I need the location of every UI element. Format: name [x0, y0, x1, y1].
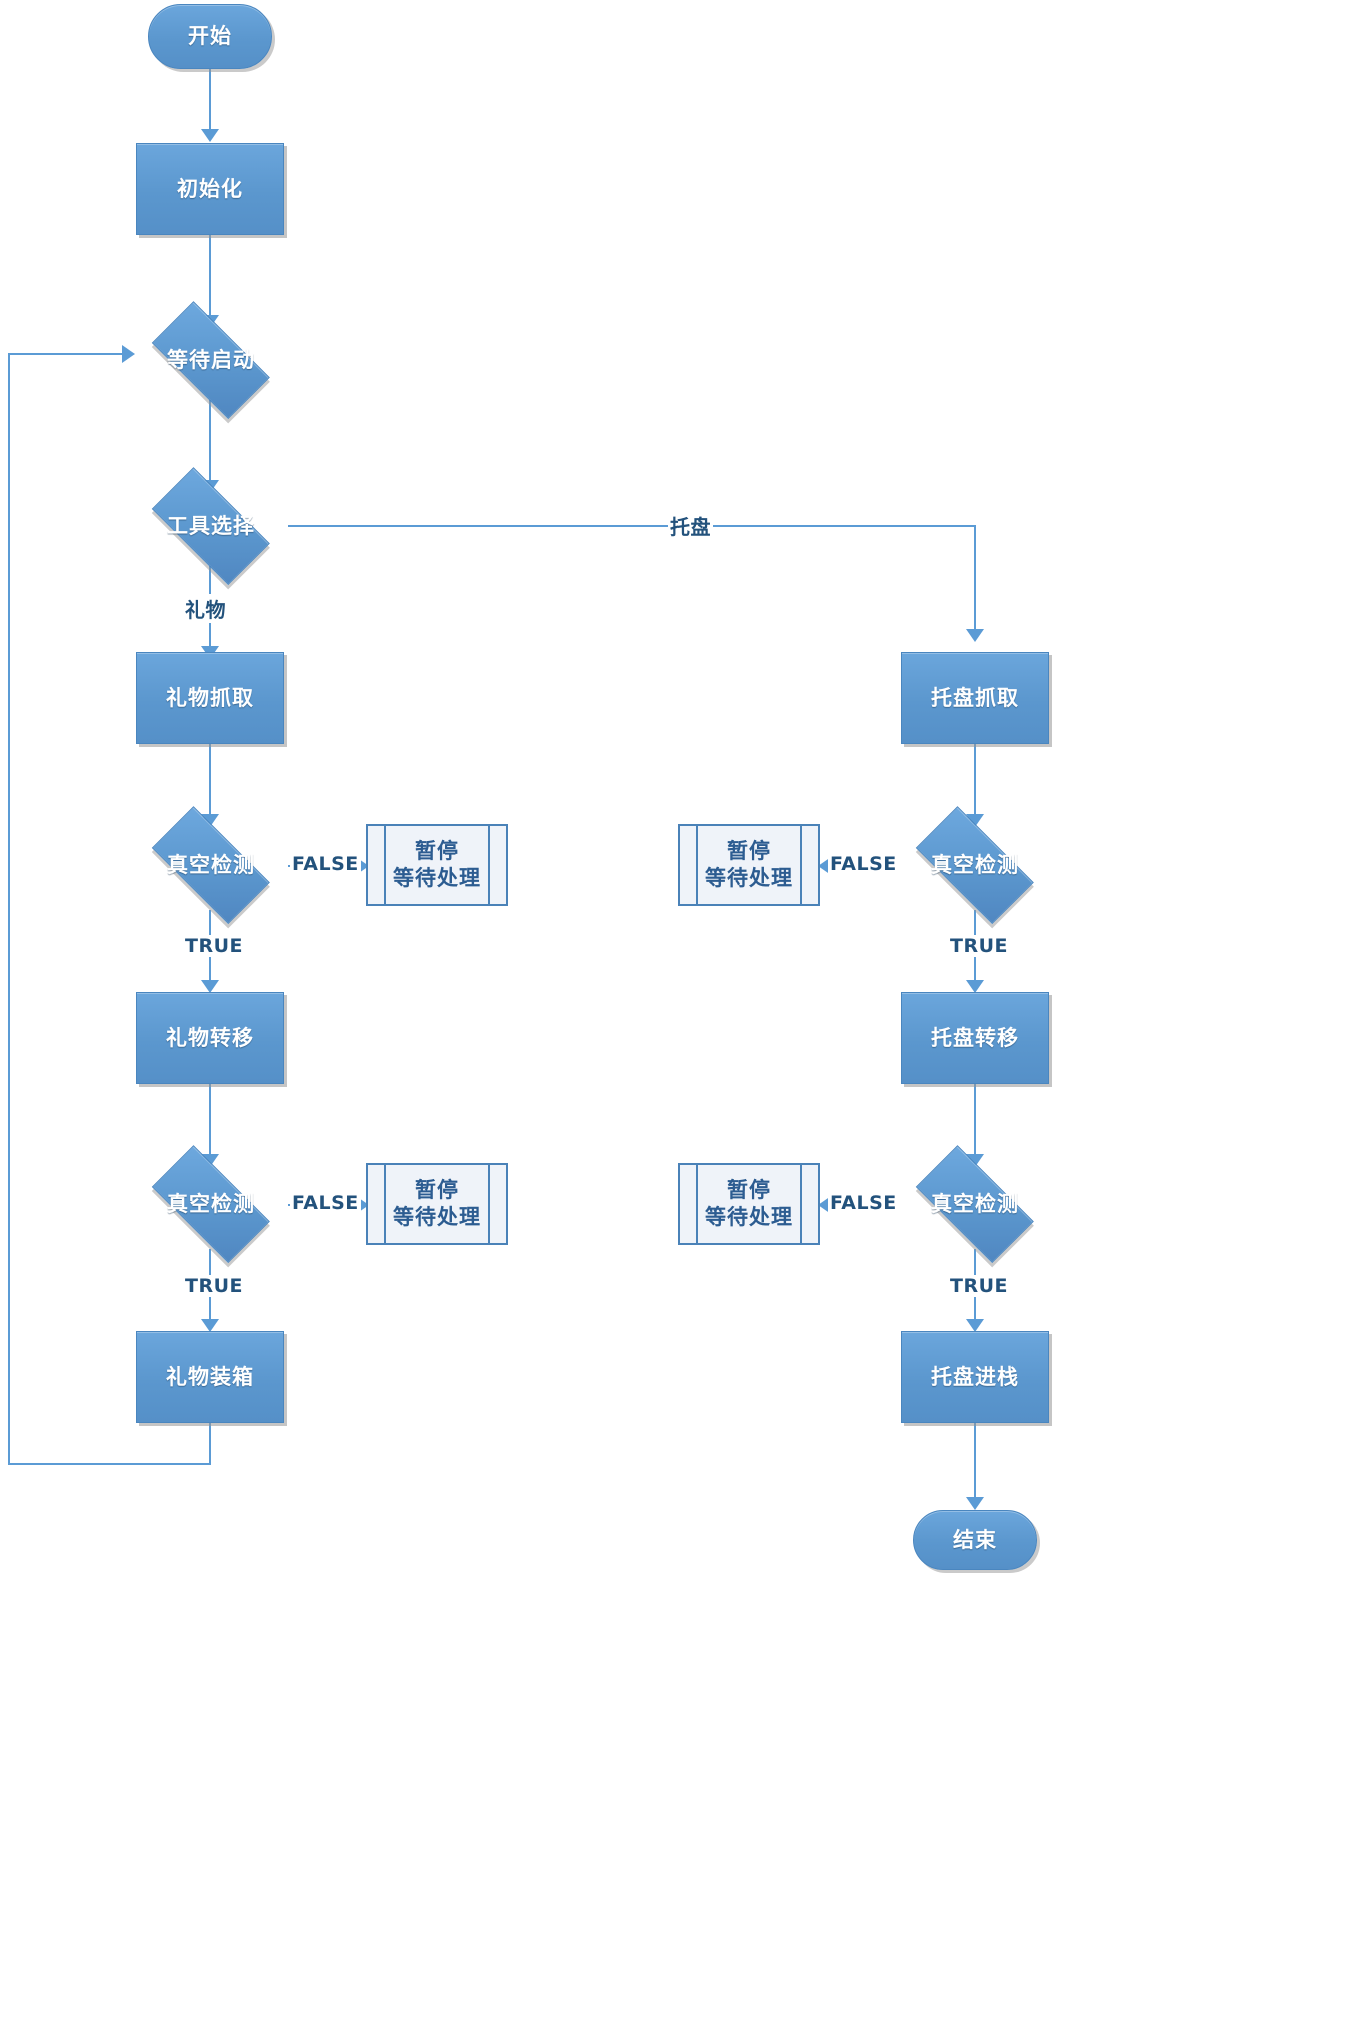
node-tray-vacuum-2[interactable]: 真空检测 — [900, 1145, 1050, 1263]
node-end[interactable]: 结束 — [913, 1510, 1037, 1570]
arrowhead-traytransfer — [966, 980, 984, 993]
edge-label-tray-vac2-true: TRUE — [948, 1275, 1010, 1297]
node-gift-grab-label: 礼物抓取 — [166, 685, 254, 710]
arrowhead-traypause1 — [818, 857, 831, 875]
node-init-label: 初始化 — [177, 176, 243, 201]
node-gift-boxing[interactable]: 礼物装箱 — [136, 1331, 284, 1423]
edge-traygrab-to-trayvac1 — [974, 744, 976, 820]
edge-init-to-waitstart — [209, 235, 211, 321]
node-tray-pause-1[interactable]: 暂停 等待处理 — [678, 824, 820, 906]
pause-line-1: 暂停 — [415, 838, 459, 863]
pause-line-1: 暂停 — [727, 1177, 771, 1202]
pause-line-1: 暂停 — [415, 1177, 459, 1202]
edge-label-tray-vac1-false: FALSE — [828, 853, 899, 875]
pause-line-1: 暂停 — [727, 838, 771, 863]
node-wait-start[interactable]: 等待启动 — [136, 301, 286, 419]
node-end-label: 结束 — [953, 1527, 997, 1552]
arrowhead-waitstart-loop — [122, 345, 135, 363]
predefined-bar-right — [488, 1165, 490, 1243]
arrowhead-end — [966, 1497, 984, 1510]
edge-start-to-init — [209, 69, 211, 135]
node-gift-boxing-label: 礼物装箱 — [166, 1364, 254, 1389]
edge-giftbox-loop-right — [8, 353, 130, 355]
node-tray-transfer[interactable]: 托盘转移 — [901, 992, 1049, 1084]
predefined-bar-left — [384, 826, 386, 904]
node-gift-vacuum-1[interactable]: 真空检测 — [136, 806, 286, 924]
edge-giftbox-loop-left — [8, 1463, 211, 1465]
predefined-bar-left — [696, 826, 698, 904]
node-start-label: 开始 — [188, 24, 232, 49]
arrowhead-init — [201, 129, 219, 142]
edge-toolselect-to-traygrab-v — [974, 525, 976, 635]
arrowhead-traystack — [966, 1319, 984, 1332]
node-tray-stacking-label: 托盘进栈 — [931, 1364, 1019, 1389]
node-tray-vacuum-1-label: 真空检测 — [931, 852, 1019, 877]
node-gift-pause-1[interactable]: 暂停 等待处理 — [366, 824, 508, 906]
node-start[interactable]: 开始 — [148, 4, 272, 69]
edge-toolselect-to-traygrab-h — [288, 525, 975, 527]
node-tray-vacuum-2-label: 真空检测 — [931, 1191, 1019, 1216]
edge-giftbox-loop-up — [8, 353, 10, 1465]
node-tool-select[interactable]: 工具选择 — [136, 467, 286, 585]
arrowhead-giftbox — [201, 1319, 219, 1332]
node-gift-vacuum-1-label: 真空检测 — [167, 852, 255, 877]
edge-label-gift-vac1-true: TRUE — [183, 935, 245, 957]
node-gift-pause-1-label: 暂停 等待处理 — [371, 838, 503, 893]
predefined-bar-right — [800, 1165, 802, 1243]
node-gift-vacuum-2[interactable]: 真空检测 — [136, 1145, 286, 1263]
edge-giftbox-loop-down — [209, 1423, 211, 1465]
predefined-bar-left — [696, 1165, 698, 1243]
edge-label-gift-vac2-false: FALSE — [290, 1192, 361, 1214]
node-gift-transfer-label: 礼物转移 — [166, 1025, 254, 1050]
node-tray-pause-2[interactable]: 暂停 等待处理 — [678, 1163, 820, 1245]
edge-label-gift-vac1-false: FALSE — [290, 853, 361, 875]
node-tray-stacking[interactable]: 托盘进栈 — [901, 1331, 1049, 1423]
pause-line-2: 等待处理 — [705, 1205, 793, 1229]
node-tool-select-label: 工具选择 — [167, 513, 255, 538]
node-init[interactable]: 初始化 — [136, 143, 284, 235]
arrowhead-traypause2 — [818, 1196, 831, 1214]
node-tray-transfer-label: 托盘转移 — [931, 1025, 1019, 1050]
node-gift-pause-2[interactable]: 暂停 等待处理 — [366, 1163, 508, 1245]
edge-label-gift: 礼物 — [183, 594, 228, 623]
edge-traystack-to-end — [974, 1423, 976, 1503]
edge-label-tray: 托盘 — [668, 511, 713, 540]
edge-label-gift-vac2-true: TRUE — [183, 1275, 245, 1297]
node-gift-grab[interactable]: 礼物抓取 — [136, 652, 284, 744]
pause-line-2: 等待处理 — [393, 866, 481, 890]
pause-line-2: 等待处理 — [705, 866, 793, 890]
node-tray-pause-2-label: 暂停 等待处理 — [683, 1177, 815, 1232]
pause-line-2: 等待处理 — [393, 1205, 481, 1229]
edge-waitstart-to-toolselect — [209, 400, 211, 486]
edge-gifttransfer-to-giftvac2 — [209, 1084, 211, 1160]
node-tray-grab-label: 托盘抓取 — [931, 685, 1019, 710]
predefined-bar-right — [800, 826, 802, 904]
arrowhead-gifttransfer — [201, 980, 219, 993]
node-wait-start-label: 等待启动 — [167, 347, 255, 372]
node-tray-pause-1-label: 暂停 等待处理 — [683, 838, 815, 893]
predefined-bar-left — [384, 1165, 386, 1243]
node-gift-pause-2-label: 暂停 等待处理 — [371, 1177, 503, 1232]
predefined-bar-right — [488, 826, 490, 904]
edge-label-tray-vac2-false: FALSE — [828, 1192, 899, 1214]
edge-traytransfer-to-trayvac2 — [974, 1084, 976, 1160]
node-tray-grab[interactable]: 托盘抓取 — [901, 652, 1049, 744]
edge-giftgrab-to-giftvac1 — [209, 744, 211, 820]
edge-label-tray-vac1-true: TRUE — [948, 935, 1010, 957]
arrowhead-traygrab — [966, 629, 984, 642]
node-gift-vacuum-2-label: 真空检测 — [167, 1191, 255, 1216]
node-gift-transfer[interactable]: 礼物转移 — [136, 992, 284, 1084]
node-tray-vacuum-1[interactable]: 真空检测 — [900, 806, 1050, 924]
